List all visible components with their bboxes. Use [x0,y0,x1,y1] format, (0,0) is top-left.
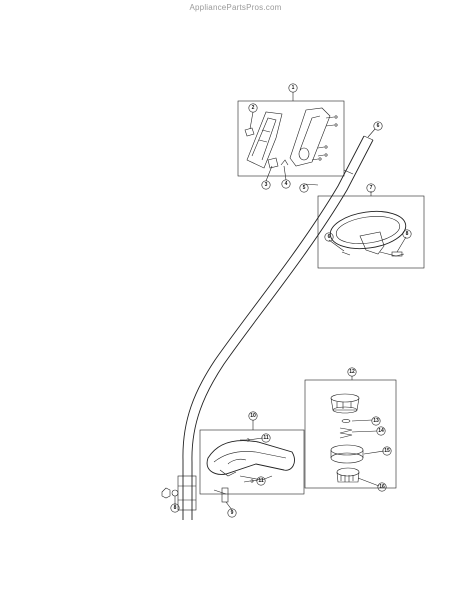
svg-text:12: 12 [349,369,355,375]
svg-text:2: 2 [252,105,255,111]
svg-text:7: 7 [370,185,373,191]
svg-text:1: 1 [292,85,295,91]
svg-text:14: 14 [378,428,384,434]
shaft-tube [182,135,374,520]
svg-text:13: 13 [373,418,379,424]
svg-text:10: 10 [250,413,256,419]
callout-1[interactable]: 1 [288,83,298,93]
callout-8b[interactable]: 8 [170,503,180,513]
svg-text:9: 9 [231,510,234,516]
callout-6[interactable]: 6 [373,121,383,131]
callout-11a[interactable]: 11 [261,433,271,443]
lower-housing-box [199,429,305,495]
callout-6b[interactable]: 6 [324,232,334,242]
svg-text:6: 6 [377,123,380,129]
callout-14[interactable]: 14 [376,426,386,436]
svg-text:4: 4 [285,181,288,187]
callout-11b[interactable]: 11 [256,476,266,486]
svg-text:11: 11 [258,478,264,484]
trimmer-head-box [304,379,397,489]
svg-text:8: 8 [406,231,409,237]
handle-assembly-box [237,100,345,177]
svg-text:8: 8 [174,505,177,511]
svg-text:15: 15 [384,448,390,454]
callout-9[interactable]: 9 [227,508,237,518]
callout-15[interactable]: 15 [382,446,392,456]
shaft-clamp [161,475,229,511]
callout-13[interactable]: 13 [371,416,381,426]
callout-4[interactable]: 4 [281,179,291,189]
callout-10[interactable]: 10 [248,411,258,421]
svg-text:16: 16 [379,484,385,490]
callout-16[interactable]: 16 [377,482,387,492]
leader-lines [174,92,407,511]
callout-5[interactable]: 5 [299,183,309,193]
callouts: 1 2 3 4 5 6 6 7 8 8 9 10 11 11 12 13 14 … [170,83,412,518]
svg-text:3: 3 [265,182,268,188]
callout-3[interactable]: 3 [261,180,271,190]
svg-text:5: 5 [303,185,306,191]
callout-7[interactable]: 7 [366,183,376,193]
callout-2[interactable]: 2 [248,103,258,113]
watermark: AppliancePartsPros.com [189,3,282,12]
callout-12[interactable]: 12 [347,367,357,377]
callout-8a[interactable]: 8 [402,229,412,239]
svg-text:11: 11 [263,435,269,441]
svg-text:6: 6 [328,234,331,240]
